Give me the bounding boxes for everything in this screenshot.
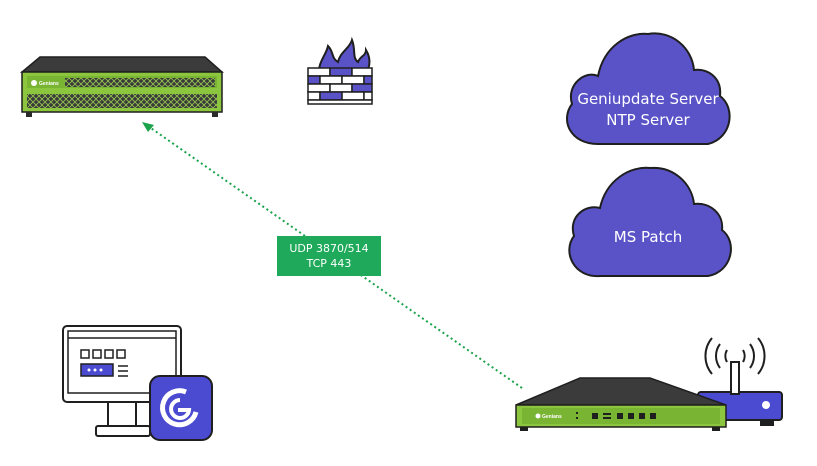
firewall-icon [307,36,373,105]
rack-server-icon: Genians [19,56,224,117]
badge-line-1: UDP 3870/514 [289,242,368,255]
cloud-bottom-line-1: MS Patch [614,228,682,246]
server-brand: Genians [39,81,59,87]
cloud-top-line-2: NTP Server [606,111,690,129]
connection-badge: UDP 3870/514 TCP 443 [277,236,381,276]
badge-line-2: TCP 443 [306,257,352,270]
genian-logo-icon [149,375,213,441]
cloud-icon: Geniupdate Server NTP Server [566,32,731,145]
wifi-signal-icon [704,337,766,375]
cloud-top-line-1: Geniupdate Server [577,90,719,108]
network-appliance-icon: Genians [515,377,727,431]
dotted-connection-link [142,122,523,389]
appliance-brand: Genians [542,414,562,420]
cloud-icon: MS Patch [568,166,732,278]
